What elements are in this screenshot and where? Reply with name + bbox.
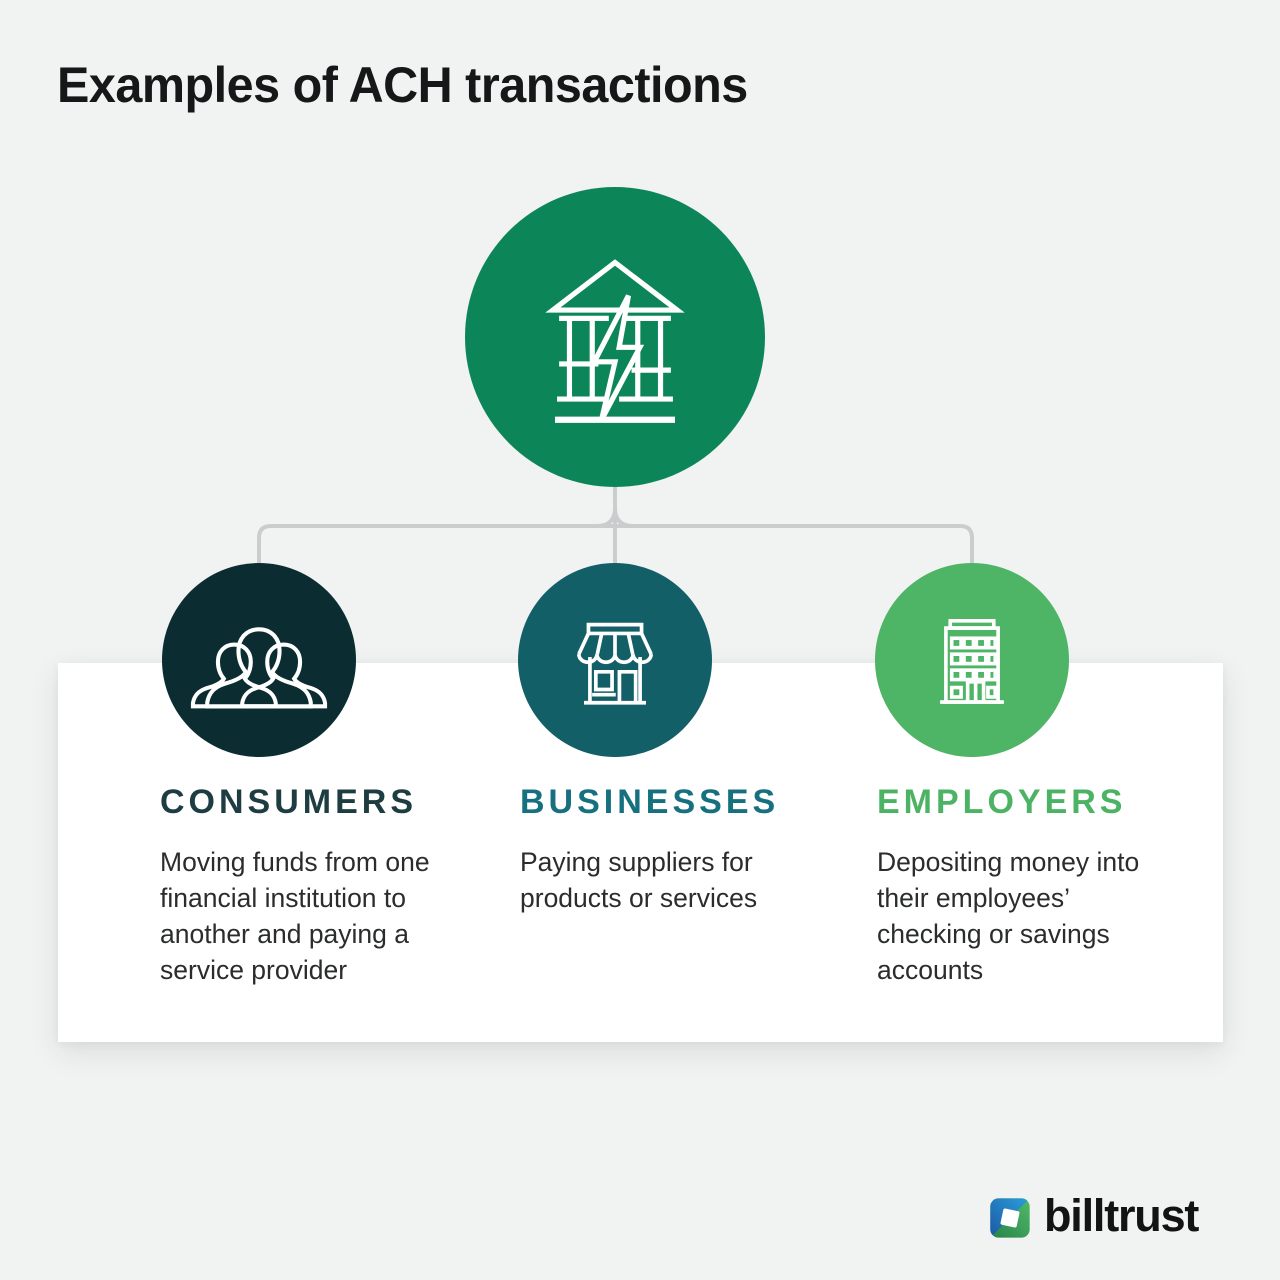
billtrust-logo-icon [990, 1198, 1030, 1238]
bank-lightning-icon [545, 259, 685, 423]
businesses-node [518, 563, 712, 757]
storefront-icon [577, 622, 653, 705]
employers-section: EMPLOYERS Depositing money into their em… [877, 783, 1143, 988]
consumers-heading: CONSUMERS [160, 783, 418, 821]
consumers-description: Moving funds from one financial institut… [160, 847, 430, 985]
ach-network-node [465, 187, 765, 487]
page-title: Examples of ACH transactions [57, 57, 748, 113]
businesses-description: Paying suppliers for products or service… [520, 847, 758, 913]
consumers-node [162, 563, 356, 757]
consumers-section: CONSUMERS Moving funds from one financia… [160, 783, 462, 988]
people-group-icon [189, 603, 329, 718]
employers-node [875, 563, 1069, 757]
businesses-section: BUSINESSES Paying suppliers for products… [520, 783, 802, 916]
employers-heading: EMPLOYERS [877, 783, 1127, 821]
brand-name: billtrust [1044, 1190, 1199, 1241]
employers-description: Depositing money into their employees’ c… [877, 847, 1140, 985]
brand-logo: billtrust [988, 1190, 1199, 1246]
businesses-heading: BUSINESSES [520, 783, 780, 821]
office-building-icon [940, 619, 1004, 704]
